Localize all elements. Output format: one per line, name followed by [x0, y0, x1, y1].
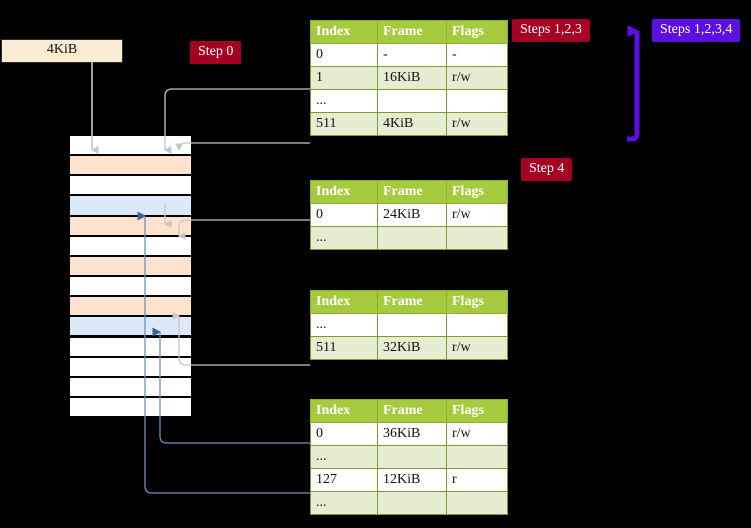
cell-frame: -: [377, 43, 447, 67]
page-4kib-box: 4KiB: [1, 39, 123, 63]
cell-index: 1: [310, 66, 378, 90]
cell-frame: [377, 226, 447, 250]
cell-flags: [446, 226, 508, 250]
memory-row: [70, 195, 191, 216]
cell-frame: [377, 313, 447, 337]
column-header-flags: Flags: [446, 180, 508, 204]
cell-index: 0: [310, 43, 378, 67]
memory-row: [70, 215, 191, 236]
memory-row: [70, 376, 191, 397]
memory-row: [70, 155, 191, 176]
arrow-table2-24kib-to-memory: [178, 219, 310, 240]
table-header-row: Index Frame Flags: [310, 399, 508, 423]
cell-flags: [446, 313, 508, 337]
cell-flags: -: [446, 43, 508, 67]
memory-row: [70, 336, 191, 357]
arrow-table3-32kib-to-memory: [172, 312, 310, 366]
cell-frame: 36KiB: [377, 422, 447, 446]
arrow-table1-4kib-to-memory: [178, 142, 310, 155]
cell-flags: [446, 89, 508, 113]
cell-frame: [377, 491, 447, 515]
column-header-flags: Flags: [446, 399, 508, 423]
cell-index: ...: [310, 89, 378, 113]
column-header-index: Index: [310, 399, 378, 423]
cell-flags: [446, 491, 508, 515]
cell-flags: [446, 445, 508, 469]
column-header-flags: Flags: [446, 20, 508, 44]
cell-index: ...: [310, 491, 378, 515]
memory-row: [70, 316, 191, 337]
memory-row: [70, 255, 191, 277]
table-row: ...: [310, 89, 508, 113]
cell-index: 0: [310, 422, 378, 446]
memory-row: [70, 296, 191, 317]
column-header-flags: Flags: [446, 290, 508, 314]
column-header-frame: Frame: [377, 180, 447, 204]
table-row: 0--: [310, 43, 508, 67]
cell-index: ...: [310, 313, 378, 337]
cell-flags: r/w: [446, 66, 508, 90]
table-row: ...: [310, 491, 508, 515]
column-header-frame: Frame: [377, 20, 447, 44]
cell-index: 0: [310, 203, 378, 227]
table-header-row: Index Frame Flags: [310, 180, 508, 204]
memory-row: [70, 356, 191, 377]
column-header-index: Index: [310, 20, 378, 44]
steps-123-badge: Steps 1,2,3: [512, 19, 590, 42]
memory-row: [70, 175, 191, 196]
cell-frame: 16KiB: [377, 66, 447, 90]
step-4-badge: Step 4: [521, 158, 573, 181]
cell-flags: r/w: [446, 422, 508, 446]
cell-index: ...: [310, 445, 378, 469]
arrow-steps-1234-loop: [627, 25, 640, 142]
memory-row: [70, 235, 191, 256]
steps-1234-badge: Steps 1,2,3,4: [652, 19, 741, 42]
cell-flags: r/w: [446, 336, 508, 360]
cell-frame: 32KiB: [377, 336, 447, 360]
cell-flags: r/w: [446, 203, 508, 227]
table-row: ...: [310, 445, 508, 469]
cell-frame: [377, 89, 447, 113]
cell-frame: 12KiB: [377, 468, 447, 492]
memory-row: [70, 135, 191, 156]
cell-flags: r/w: [446, 112, 508, 136]
column-header-frame: Frame: [377, 399, 447, 423]
cell-index: 511: [310, 336, 378, 360]
table-row: ...: [310, 313, 508, 337]
table-header-row: Index Frame Flags: [310, 290, 508, 314]
column-header-frame: Frame: [377, 290, 447, 314]
column-header-index: Index: [310, 290, 378, 314]
cell-index: 127: [310, 468, 378, 492]
cell-frame: 24KiB: [377, 203, 447, 227]
step-0-badge: Step 0: [190, 41, 242, 64]
cell-index: 511: [310, 112, 378, 136]
cell-frame: 4KiB: [377, 112, 447, 136]
cell-frame: [377, 445, 447, 469]
memory-row: [70, 396, 191, 418]
table-row: ...: [310, 226, 508, 250]
column-header-index: Index: [310, 180, 378, 204]
memory-row: [70, 276, 191, 297]
table-header-row: Index Frame Flags: [310, 20, 508, 44]
cell-flags: r: [446, 468, 508, 492]
cell-index: ...: [310, 226, 378, 250]
